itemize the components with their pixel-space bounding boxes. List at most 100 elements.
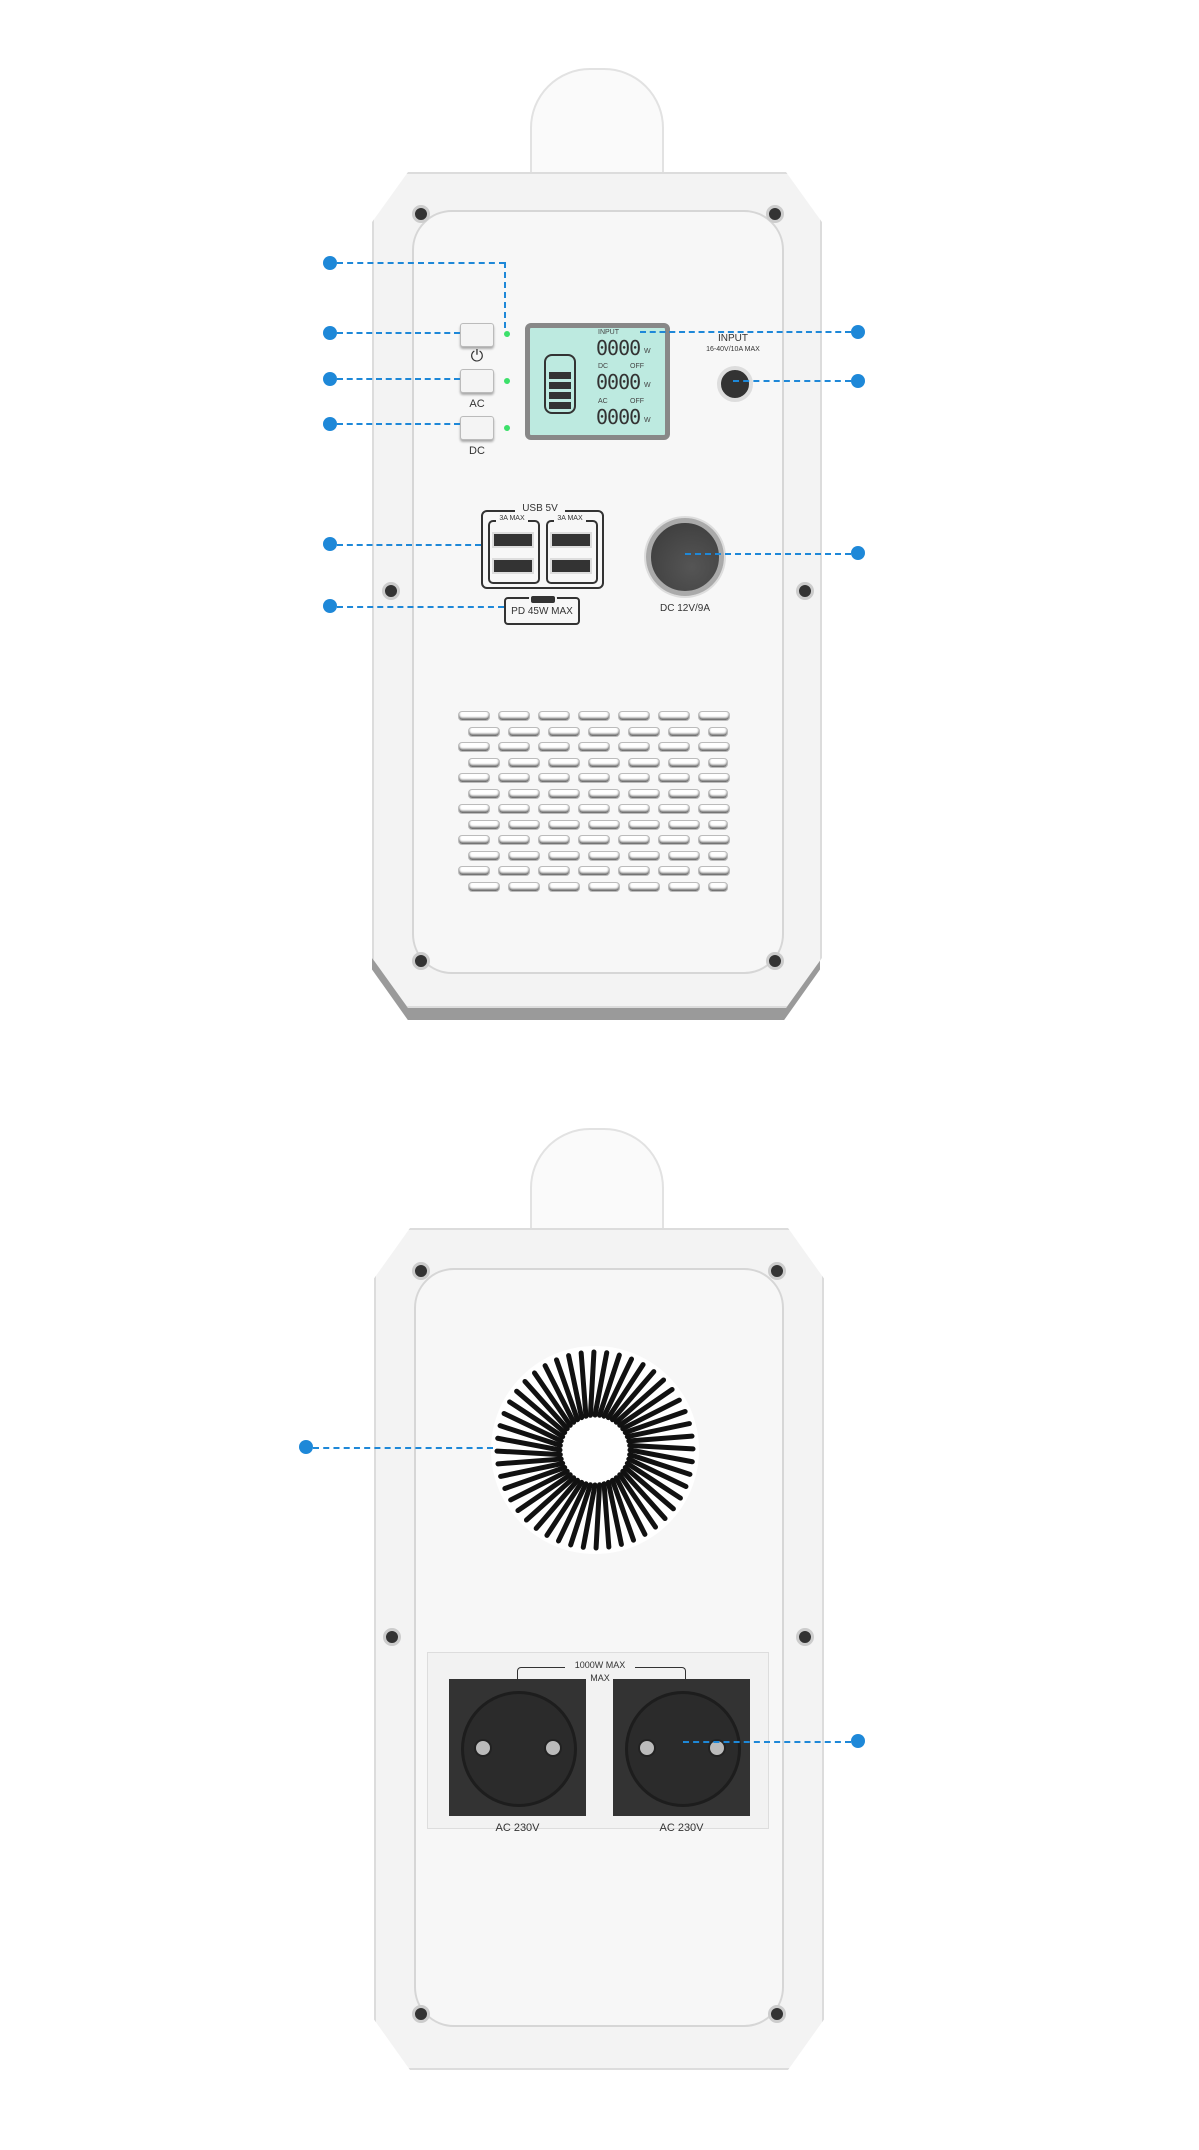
front-vent-grille [458, 711, 738, 901]
callout-line [504, 262, 506, 328]
vent-slot [618, 773, 650, 783]
callout-line [337, 606, 504, 608]
screw [382, 582, 400, 600]
usb-c-port[interactable] [529, 594, 557, 605]
fan-slot [544, 1479, 585, 1538]
fan-slot [495, 1435, 563, 1453]
battery-icon [544, 354, 576, 414]
vent-slot [578, 742, 610, 752]
vent-slot [498, 804, 530, 814]
lcd-dc-state: OFF [630, 363, 644, 370]
ac-socket-1[interactable] [449, 1679, 586, 1816]
power-button[interactable] [460, 323, 494, 347]
callout-dot [323, 372, 337, 386]
socket-pin [708, 1739, 726, 1757]
vent-slot [498, 711, 530, 721]
vent-slot [548, 726, 580, 737]
socket-pin [474, 1739, 492, 1757]
vent-slot [628, 819, 660, 830]
vent-slot [628, 881, 660, 892]
vent-slot [538, 835, 570, 845]
lcd-unit: W [644, 348, 651, 355]
callout-line [337, 544, 481, 546]
fan-slot [578, 1350, 589, 1419]
vent-slot [508, 850, 540, 861]
vent-slot [588, 881, 620, 892]
ac-socket-2[interactable] [613, 1679, 750, 1816]
vent-slot [708, 850, 728, 861]
vent-slot [628, 757, 660, 768]
dc-button-label: DC [469, 445, 485, 457]
vent-slot [668, 788, 700, 799]
callout-line [337, 378, 460, 380]
fan-slot [605, 1362, 646, 1421]
vent-slot [548, 881, 580, 892]
fan-slot [542, 1363, 577, 1425]
usb-right-label: 3A MAX [554, 515, 586, 522]
vent-slot [628, 726, 660, 737]
callout-dot [323, 256, 337, 270]
vent-slot [578, 835, 610, 845]
vent-slot [588, 819, 620, 830]
callout-line [337, 262, 505, 264]
vent-slot [538, 804, 570, 814]
fan-slot [617, 1386, 675, 1428]
fan-slot [597, 1352, 622, 1418]
dc-led [504, 425, 510, 431]
callout-line [733, 380, 851, 382]
vent-slot [458, 835, 490, 845]
screw [796, 1628, 814, 1646]
vent-slot [588, 726, 620, 737]
ac-socket-1-label: AC 230V [495, 1822, 540, 1834]
usbc-label: PD 45W MAX [511, 606, 573, 617]
screw [796, 582, 814, 600]
vent-slot [498, 773, 530, 783]
screw [768, 1262, 786, 1280]
usb-a-port[interactable] [550, 558, 592, 574]
cooling-fan-grille [491, 1346, 699, 1554]
vent-slot [618, 866, 650, 876]
vent-slot [458, 804, 490, 814]
vent-slot [458, 742, 490, 752]
fan-slot [624, 1460, 683, 1501]
dc-socket-label: DC 12V/9A [659, 603, 711, 614]
usb-a-port[interactable] [492, 558, 534, 574]
fan-slot [522, 1378, 570, 1432]
vent-slot [658, 835, 690, 845]
fan-slot [627, 1442, 696, 1452]
usb-a-port[interactable] [492, 532, 534, 548]
fan-slot [554, 1357, 580, 1423]
screw [412, 205, 430, 223]
vent-slot [628, 788, 660, 799]
screw [412, 1262, 430, 1280]
fan-slot [498, 1460, 566, 1479]
input-port-label: INPUT [718, 333, 748, 344]
lcd-input-label: INPUT [598, 329, 619, 336]
dc-car-socket[interactable] [646, 518, 724, 596]
vent-slot [508, 757, 540, 768]
vent-slot [458, 866, 490, 876]
usb-a-port[interactable] [550, 532, 592, 548]
fan-slot [601, 1481, 612, 1550]
ac-group-label: 1000W MAX [565, 1660, 635, 1670]
fan-slot [555, 1481, 589, 1544]
screw [412, 2005, 430, 2023]
fan-slot [610, 1369, 657, 1423]
vent-slot [538, 742, 570, 752]
vent-slot [658, 804, 690, 814]
vent-slot [668, 850, 700, 861]
fan-slot [497, 1423, 563, 1448]
vent-slot [468, 850, 500, 861]
vent-slot [508, 881, 540, 892]
usb-pair-left [488, 520, 540, 584]
fan-slot [515, 1472, 573, 1514]
ac-button[interactable] [460, 369, 494, 393]
lcd-input-value: 0000 [596, 336, 641, 360]
ac-group-label-2: MAX [590, 1673, 610, 1683]
vent-slot [618, 835, 650, 845]
screw [766, 952, 784, 970]
input-port[interactable] [717, 366, 753, 402]
fan-slot [508, 1468, 570, 1503]
fan-slot [613, 1475, 648, 1537]
dc-button[interactable] [460, 416, 494, 440]
